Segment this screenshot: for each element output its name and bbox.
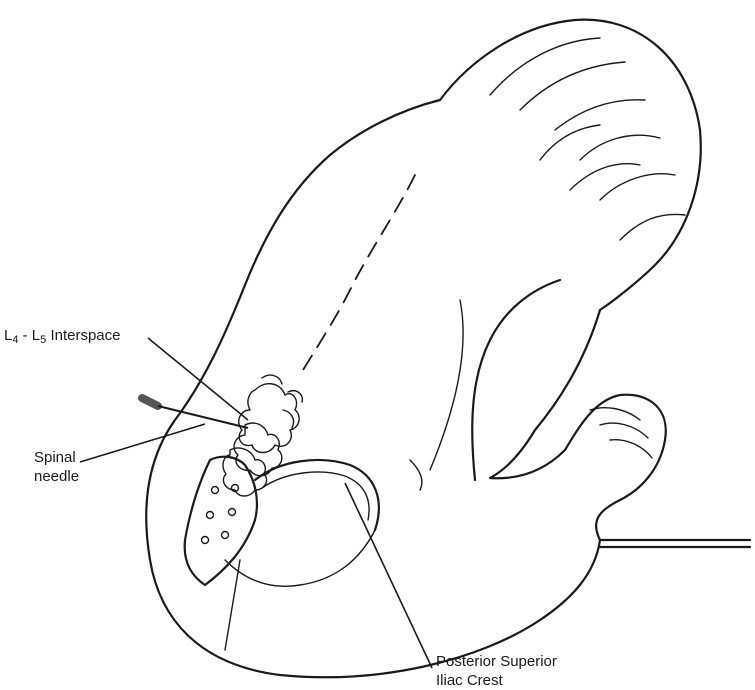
label-spinal-needle: Spinal needle: [34, 448, 79, 486]
head-outline: [440, 20, 701, 310]
label-spinal-line2: needle: [34, 467, 79, 486]
hand-outline: [490, 395, 666, 540]
leader-iliac-crest: [345, 483, 432, 668]
knee-outline: [540, 540, 600, 620]
hair-strands: [490, 38, 685, 240]
pelvis-contour: [225, 530, 375, 650]
spinal-needle: [142, 398, 248, 428]
lumbar-vertebrae: [223, 375, 302, 496]
table-line: [600, 540, 750, 547]
sacrum: [185, 457, 257, 585]
arm-inner: [472, 280, 560, 480]
arm-outline: [490, 310, 600, 478]
back-outline: [146, 100, 540, 677]
fingers: [590, 408, 652, 458]
sacral-foramina: [202, 485, 239, 544]
iliac-crest: [255, 460, 379, 530]
label-crest-line1: Posterior Superior: [436, 652, 557, 671]
leader-needle: [80, 424, 205, 462]
iliac-crest-inner: [262, 472, 369, 520]
label-iliac-crest: Posterior Superior Iliac Crest: [436, 652, 557, 690]
label-interspace: L4 - L5 Interspace: [4, 326, 121, 350]
shoulder-contour: [410, 300, 463, 490]
label-crest-line2: Iliac Crest: [436, 671, 557, 690]
spine-dashed-line: [300, 175, 415, 375]
label-spinal-line1: Spinal: [34, 448, 79, 467]
